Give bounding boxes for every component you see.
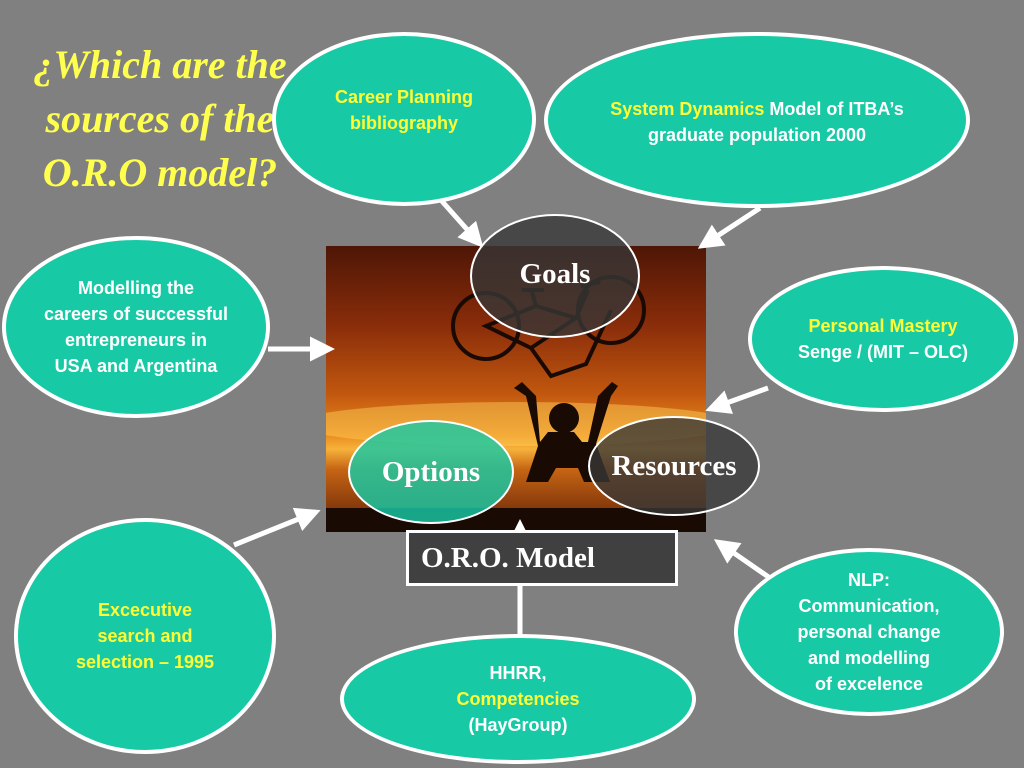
bubble-text: of excelence — [814, 674, 924, 694]
bubble-text: entrepreneurs in — [64, 330, 208, 350]
highlight-text: Competencies — [456, 689, 580, 709]
bubble-text: graduate population 2000 — [647, 125, 867, 145]
hhrr-bubble: HHRR, Competencies (HayGroup) — [340, 634, 696, 764]
bubble-text: careers of successful — [43, 304, 229, 324]
arrow-system-dynamics — [697, 205, 762, 249]
nlp-bubble: NLP: Communication, personal change and … — [734, 548, 1004, 716]
oro-model-caption: O.R.O. Model — [406, 530, 678, 586]
bubble-text: personal change — [797, 622, 941, 642]
bubble-text: USA and Argentina — [54, 356, 218, 376]
modelling-careers-bubble: Modelling the careers of successful entr… — [2, 236, 270, 418]
highlight-text: System Dynamics — [610, 99, 765, 119]
goals-node: Goals — [470, 214, 640, 338]
highlight-text: Personal Mastery — [808, 316, 958, 336]
title-line: ¿Which are the — [33, 42, 287, 87]
bubble-text: selection – 1995 — [75, 652, 215, 672]
title-line: O.R.O model? — [42, 150, 278, 195]
bubble-text: HHRR, — [489, 663, 547, 683]
bubble-text: Modelling the — [78, 278, 194, 298]
bubble-text: Excecutive — [97, 600, 193, 620]
bubble-text: Model of ITBA’s — [764, 99, 904, 119]
title-line: sources of the — [45, 96, 275, 141]
executive-search-bubble: Excecutive search and selection – 1995 — [14, 518, 276, 754]
bubble-text: Career Planning — [334, 87, 474, 107]
caption-text: O.R.O. Model — [421, 541, 595, 574]
bubble-text: and modelling — [807, 648, 930, 668]
bubble-text: Communication, — [798, 596, 940, 616]
options-label: Options — [381, 455, 481, 488]
bubble-text: Senge / (MIT – OLC) — [797, 342, 968, 362]
resources-label: Resources — [611, 449, 737, 482]
arrow-personal-mastery — [705, 385, 769, 414]
arrow-executive-search — [233, 507, 321, 548]
bubble-text: (HayGroup) — [468, 715, 568, 735]
arrow-nlp — [713, 539, 772, 581]
career-planning-bubble: Career Planning bibliography — [272, 32, 536, 206]
system-dynamics-bubble: System Dynamics Model of ITBA’s graduate… — [544, 32, 970, 208]
resources-node: Resources — [588, 416, 760, 516]
goals-label: Goals — [519, 258, 591, 290]
bubble-text: NLP: — [848, 570, 890, 590]
options-node: Options — [348, 420, 514, 524]
bubble-text: bibliography — [350, 113, 458, 133]
bubble-text: System Dynamics Model of ITBA’s — [610, 96, 903, 122]
slide-title: ¿Which are the sources of the O.R.O mode… — [10, 38, 310, 200]
personal-mastery-bubble: Personal Mastery Senge / (MIT – OLC) — [748, 266, 1018, 412]
bubble-text: search and — [97, 626, 193, 646]
